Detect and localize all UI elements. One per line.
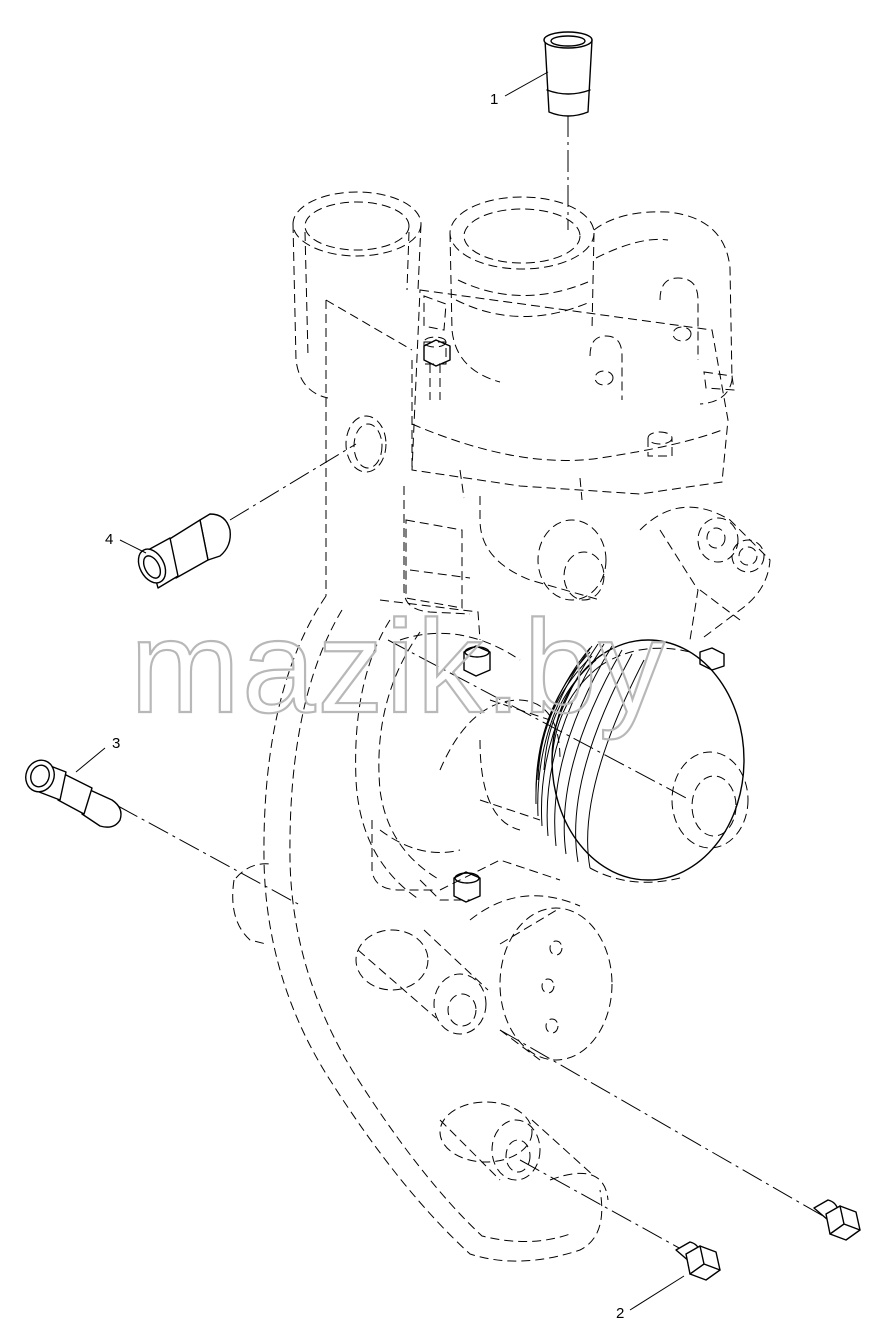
part-4-hose-fitting[interactable]: 4 [105, 513, 231, 589]
callout-4-leader [119, 539, 147, 554]
pump-pulley [479, 639, 749, 883]
pump-body [325, 299, 771, 641]
callout-2-label: 2 [616, 1305, 624, 1322]
callout-3-leader [75, 747, 106, 773]
part-1-coolant-tube[interactable]: 1 [490, 31, 593, 117]
thermostat-housing [449, 196, 735, 405]
water-pump-housing-assembly [117, 115, 831, 1262]
body-bolts [423, 339, 725, 903]
callout-3-label: 3 [112, 735, 120, 752]
drain-plug-icon [813, 1199, 861, 1241]
callout-1-leader [504, 71, 549, 97]
left-inlet-neck [292, 191, 422, 399]
hose-fitting-icon [137, 513, 231, 589]
drive-plate [439, 859, 613, 1061]
callout-4-label: 4 [105, 531, 113, 548]
part-3-hose-fitting[interactable]: 3 [21, 735, 122, 828]
drain-plug-icon [675, 1241, 721, 1281]
coolant-tube-icon [543, 31, 593, 117]
lower-bosses [355, 929, 609, 1201]
outer-shroud [232, 595, 603, 1262]
hose-fitting-icon [25, 759, 122, 828]
centerlines [117, 115, 831, 1255]
part-2-drain-plug[interactable]: 2 [616, 1199, 861, 1322]
callout-1-label: 1 [490, 91, 498, 108]
watermark: mazik.by [130, 593, 667, 740]
callout-2-leader [629, 1275, 685, 1311]
housing-flange [411, 289, 729, 501]
